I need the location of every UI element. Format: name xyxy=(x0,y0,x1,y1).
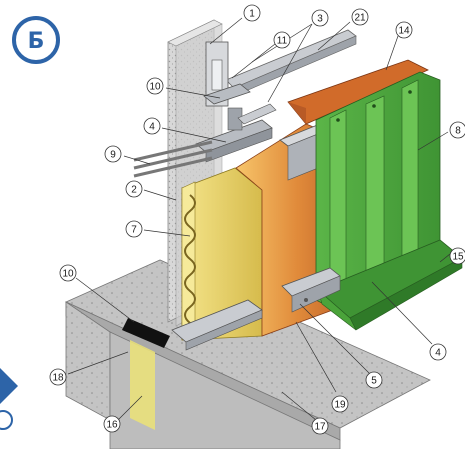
callout-label: 15 xyxy=(452,252,464,263)
callout-label: 2 xyxy=(131,185,137,196)
callout-label: 1 xyxy=(249,9,255,20)
wall-brackets xyxy=(195,41,277,163)
callout-label: 10 xyxy=(62,269,74,280)
callout-label: 4 xyxy=(149,122,155,133)
callout-label: 5 xyxy=(371,376,377,387)
callout-label: 7 xyxy=(131,225,137,236)
insulation-wave xyxy=(184,194,196,340)
section-badge-letter: Б xyxy=(28,29,45,54)
foundation-slab xyxy=(65,259,431,449)
foundation-seam xyxy=(130,340,155,430)
cladding-panels xyxy=(315,71,441,311)
callout-label: 21 xyxy=(354,13,366,24)
callout-label: 9 xyxy=(110,150,116,161)
corner-decoration xyxy=(0,368,18,430)
cladding-rib xyxy=(401,79,419,279)
callout-label: 4 xyxy=(435,348,441,359)
insulation-base-profile xyxy=(171,299,263,351)
callout-labels: 1 11 3 21 14 10 4 8 9 2 7 15 10 18 16 17… xyxy=(49,4,465,435)
callout-label: 14 xyxy=(398,26,410,37)
callout-label: 17 xyxy=(314,422,326,433)
callout-label: 19 xyxy=(334,400,346,411)
starter-profile xyxy=(281,267,341,313)
callout-label: 18 xyxy=(52,373,64,384)
insulation-layer xyxy=(181,167,263,341)
base-flashing xyxy=(317,239,463,331)
callout-label: 16 xyxy=(106,420,118,431)
callout-label: 3 xyxy=(317,14,323,25)
waterproofing-strip xyxy=(122,318,170,348)
section-badge: Б xyxy=(12,16,60,64)
fixing-rods xyxy=(133,140,213,178)
callout-label: 8 xyxy=(455,126,461,137)
callout-label: 11 xyxy=(277,36,288,47)
callout-label: 10 xyxy=(149,82,161,93)
